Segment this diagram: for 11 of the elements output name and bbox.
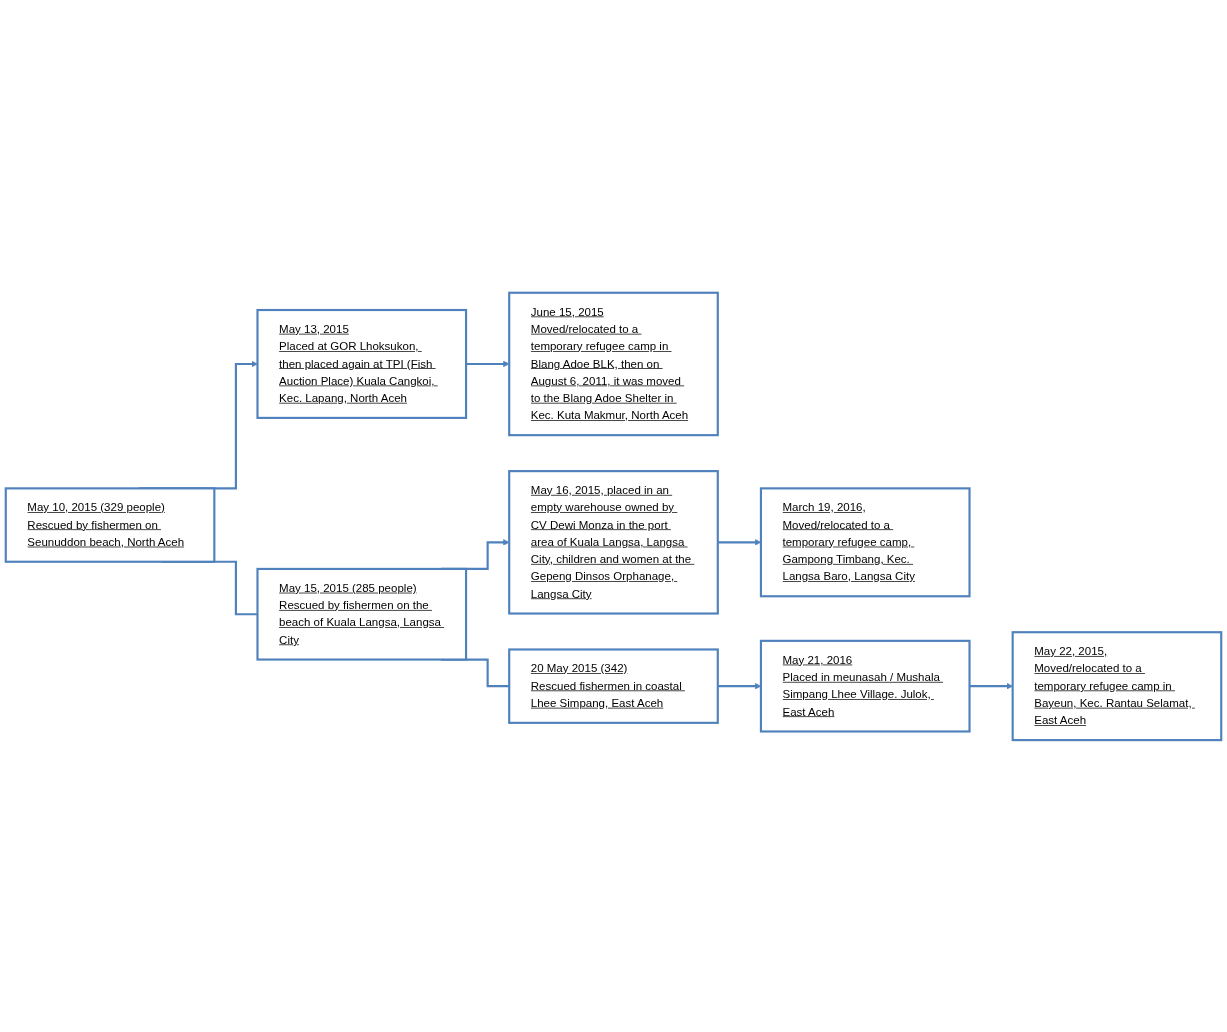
node-box: May 15, 2015 (285 people) Rescued by fishermen on the beach of Kuala Langsa, Langsa City (256, 567, 468, 661)
arrow (466, 360, 510, 367)
arrow (969, 682, 1013, 689)
node-box: June 15, 2015 Moved/relocated to a temporary refugee camp in Blang Adoe BLK, then on August 6, 2011, it was moved to the Blang Adoe Shelter in Kec. Kuta Makmur, North Aceh (508, 291, 719, 436)
node-box: May 13, 2015 Placed at GOR Lhoksukon, then placed again at TPI (Fish Auction Place) Kuala Cangkoi, Kec. Lapang, North Aceh (256, 308, 468, 419)
node-box: May 21, 2016 Placed in meunasah / Mushala Simpang Lhee Village. Julok, East Aceh (759, 639, 971, 733)
node-box: March 19, 2016, Moved/relocated to a temporary refugee camp, Gampong Timbang, Kec. Langsa Baro, Langsa City (759, 486, 971, 597)
node-box: May 22, 2015, Moved/relocated to a temporary refugee camp in Bayeun, Kec. Rantau Selamat, East Aceh (1011, 630, 1223, 741)
node-box: May 10, 2015 (329 people) Rescued by fishermen on Seunuddon beach, North Aceh (4, 486, 216, 563)
node-box: 20 May 2015 (342) Rescued fishermen in coastal Lhee Simpang, East Aceh (508, 647, 719, 724)
node-box: May 16, 2015, placed in an empty warehouse owned by CV Dewi Monza in the port area of Kuala Langsa, Langsa City, children and women at the Gepeng Dinsos Orphanage, Langsa City (508, 469, 719, 615)
